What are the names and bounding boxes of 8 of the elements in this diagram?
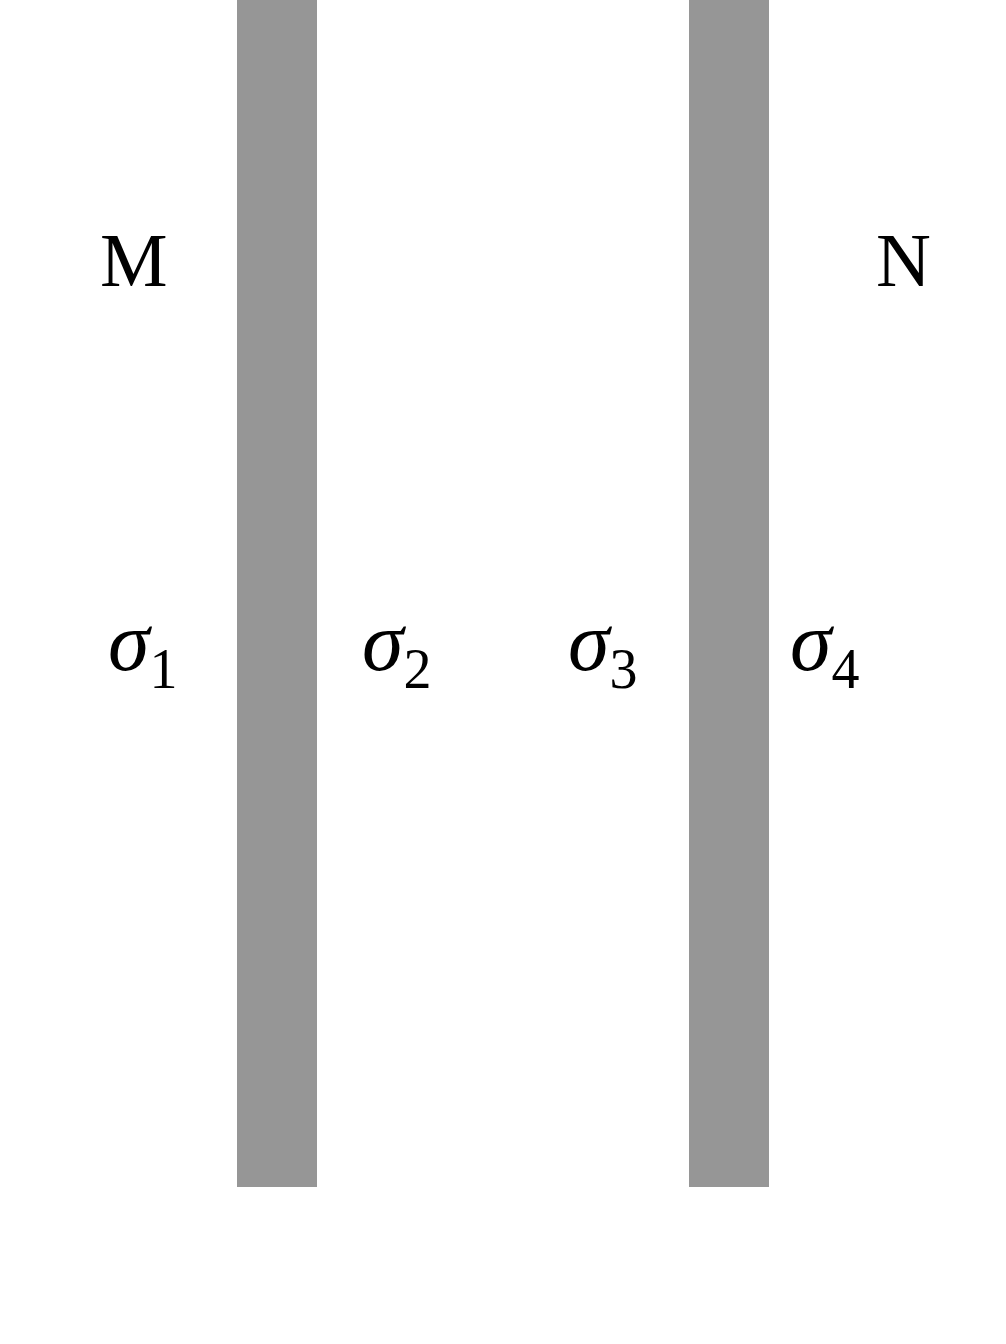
charge-density-label: σ$_{3}$	[568, 600, 638, 697]
plate-label: N	[876, 222, 931, 298]
metal-plate	[237, 0, 317, 1187]
charge-density-label: σ$_{4}$	[790, 600, 860, 697]
metal-plate	[689, 0, 769, 1187]
charge-density-label: σ$_{2}$	[362, 600, 432, 697]
plate-label: M	[100, 222, 168, 298]
charge-density-label: σ$_{1}$	[108, 600, 178, 697]
